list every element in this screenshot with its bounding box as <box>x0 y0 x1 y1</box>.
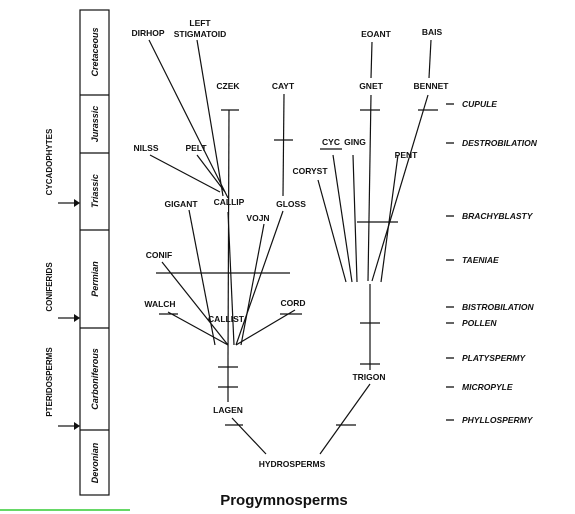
taxon-cyc: CYC <box>322 137 340 147</box>
character-ticks <box>156 109 438 426</box>
branch-conif <box>161 261 229 346</box>
period-label-cretaceous: Cretaceous <box>90 27 100 76</box>
trait-labels: CUPULE DESTROBILATION BRACHYBLASTY TAENI… <box>446 99 538 425</box>
taxon-labels: DIRHOP LEFT STIGMATOID CZEK CAYT EOANT B… <box>131 18 449 469</box>
taxon-nilss: NILSS <box>133 143 158 153</box>
trait-cupule: CUPULE <box>462 99 497 109</box>
taxon-hydrosperms: HYDROSPERMS <box>259 459 326 469</box>
trait-destrobilation: DESTROBILATION <box>462 138 538 148</box>
group-label-pteridosperms: PTERIDOSPERMS <box>45 347 54 417</box>
time-column-frame <box>79 9 110 496</box>
trait-platyspermy: PLATYSPERMY <box>462 353 526 363</box>
taxon-callist: CALLIST <box>208 314 245 324</box>
branch-cord <box>235 309 296 346</box>
period-label-carboniferous: Carboniferous <box>90 348 100 410</box>
period-label-jurassic: Jurassic <box>90 106 100 143</box>
group-label-coniferids: CONIFERIDS <box>45 262 54 312</box>
branch-gigant <box>188 209 216 346</box>
branch-dirhop <box>148 39 229 199</box>
trait-brachyblasty: BRACHYBLASTY <box>462 211 534 221</box>
branch-gnet <box>367 94 372 282</box>
branch-bennet <box>371 94 429 282</box>
branch-cayt <box>282 93 285 197</box>
trait-pollen: POLLEN <box>462 318 497 328</box>
arrow-right-icon <box>74 314 80 322</box>
taxon-dirhop: DIRHOP <box>131 28 164 38</box>
taxon-left: LEFT <box>189 18 211 28</box>
taxon-callip: CALLIP <box>214 197 245 207</box>
taxon-eoant: EOANT <box>361 29 392 39</box>
period-label-permian: Permian <box>90 261 100 297</box>
branch-gloss <box>235 210 284 346</box>
branch-bais <box>428 39 432 79</box>
trait-bistrobilation: BISTROBILATION <box>462 302 534 312</box>
taxon-gigant: GIGANT <box>164 199 198 209</box>
branch <box>319 383 371 455</box>
root-label-progymnosperms: Progymnosperms <box>220 492 348 509</box>
taxon-bennet: BENNET <box>414 81 450 91</box>
taxon-gloss: GLOSS <box>276 199 306 209</box>
branch-cyc <box>332 154 353 283</box>
period-label-triassic: Triassic <box>90 174 100 208</box>
arrow-right-icon <box>74 199 80 207</box>
taxon-bais: BAIS <box>422 27 443 37</box>
branch-vojn <box>240 223 265 346</box>
taxon-cayt: CAYT <box>272 81 295 91</box>
taxon-stigmatoid: STIGMATOID <box>174 29 227 39</box>
taxon-trigon: TRIGON <box>352 372 385 382</box>
branch-pent <box>380 154 399 283</box>
taxon-vojn: VOJN <box>246 213 269 223</box>
taxon-gnet: GNET <box>359 81 383 91</box>
taxon-lagen: LAGEN <box>213 405 243 415</box>
taxon-ging: GING <box>344 137 366 147</box>
taxon-coryst: CORYST <box>292 166 328 176</box>
branch-coryst <box>317 179 347 283</box>
group-labels: CYCADOPHYTES CONIFERIDS PTERIDOSPERMS <box>45 128 80 430</box>
period-label-devonian: Devonian <box>90 442 100 483</box>
taxon-czek: CZEK <box>216 81 240 91</box>
branch-nilss <box>149 154 221 193</box>
tree-branches <box>148 39 432 455</box>
taxon-walch: WALCH <box>144 299 175 309</box>
branch <box>231 417 267 455</box>
branch-callip <box>227 211 235 346</box>
taxon-pent: PENT <box>395 150 418 160</box>
branch-eoant <box>370 41 373 79</box>
branch-walch <box>167 311 229 346</box>
branch-ging <box>352 154 358 283</box>
group-label-cycadophytes: CYCADOPHYTES <box>45 128 54 195</box>
branch-left-stigmatoid <box>196 39 224 197</box>
arrow-right-icon <box>74 422 80 430</box>
branch-pelt <box>196 154 226 193</box>
time-scale-column: Cretaceous Jurassic Triassic Permian Car… <box>79 9 110 496</box>
taxon-pelt: PELT <box>185 143 207 153</box>
trait-phyllospermy: PHYLLOSPERMY <box>462 415 534 425</box>
trait-taeniae: TAENIAE <box>462 255 499 265</box>
taxon-conif: CONIF <box>146 250 172 260</box>
taxon-cord: CORD <box>280 298 305 308</box>
trait-micropyle: MICROPYLE <box>462 382 513 392</box>
